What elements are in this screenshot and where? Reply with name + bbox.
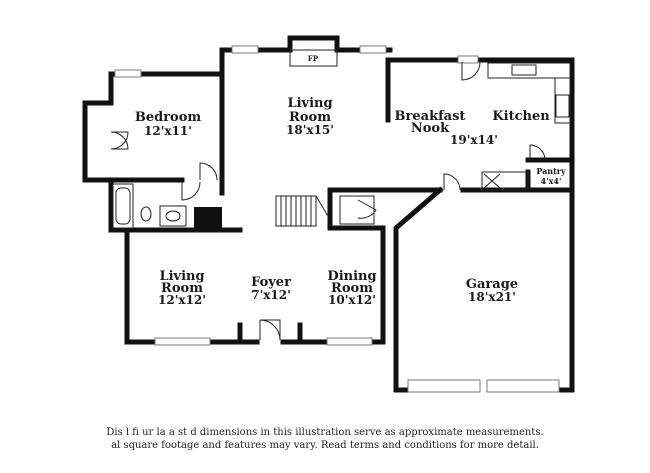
stair-rail [315, 195, 329, 217]
fixtures [112, 49, 571, 229]
labels: Bedroom 12'x11' FP Living Room 18'x15' B… [135, 54, 566, 307]
washer-x2 [483, 173, 501, 189]
garage-dim: 18'x21' [468, 290, 516, 304]
bedroom-dim: 12'x11' [144, 124, 192, 138]
living-lower-window [154, 337, 211, 346]
disclaimer-line-2: al square footage and features may vary.… [111, 440, 539, 451]
foyer-name: Foyer [251, 275, 291, 290]
vanity-sink [165, 210, 181, 222]
washer-dryer [481, 171, 529, 191]
living-lower-name-1: Living [159, 269, 204, 284]
bath-door [199, 162, 218, 181]
walls [82, 35, 575, 393]
kitchen-counter-side [554, 77, 571, 124]
kitchen-sink [511, 64, 537, 76]
pantry-dim: 4'x4' [541, 176, 562, 186]
living-upper-name-1: Living [287, 96, 332, 111]
nook-dim: 19'x14' [450, 133, 498, 147]
bedroom-door-2 [110, 131, 129, 150]
windows [114, 45, 560, 393]
garage-door-right [486, 379, 560, 393]
garage-entry-door [443, 173, 461, 191]
disclaimer: Dis l fi ur la a st d dimensions in this… [0, 426, 650, 452]
closet-door [181, 181, 201, 201]
stair-closet [339, 195, 375, 225]
bedroom-window [114, 69, 142, 78]
fireplace-box [289, 49, 338, 67]
living-lower-dim: 12'x12' [158, 293, 206, 307]
bedroom-name: Bedroom [135, 110, 202, 125]
garage-name: Garage [466, 277, 518, 292]
dining-dim: 10'x12' [328, 293, 376, 307]
pantry-door [529, 144, 546, 161]
garage-door-left [407, 379, 481, 393]
living-top-wall [219, 35, 393, 53]
kitchen-top-wall [387, 57, 575, 393]
bedroom-wall [82, 71, 225, 233]
dining-name-2: Room [331, 281, 373, 296]
bathtub [112, 183, 134, 229]
stair-closet-door [357, 199, 377, 219]
kitchen-counter-top [487, 62, 571, 79]
nook-name-2: Nook [411, 121, 450, 136]
dining-name-1: Dining [327, 269, 376, 284]
living-upper-name-2: Room [289, 110, 331, 125]
nook-window [457, 55, 479, 64]
bathtub-inner [115, 187, 131, 225]
toilet [140, 206, 152, 222]
fireplace-label: FP [308, 54, 319, 63]
closet-block [194, 207, 222, 229]
living-window-left [231, 45, 259, 54]
doors [110, 61, 546, 341]
living-window-right [359, 45, 387, 54]
range [555, 94, 570, 118]
stair-treads [280, 196, 312, 226]
kitchen-name: Kitchen [492, 109, 550, 124]
stair-wall [327, 187, 386, 245]
floor-plan: Bedroom 12'x11' FP Living Room 18'x15' B… [82, 35, 575, 393]
living-lower-name-2: Room [161, 281, 203, 296]
disclaimer-line-1: Dis l fi ur la a st d dimensions in this… [106, 427, 544, 438]
vanity [159, 205, 187, 227]
front-door-arc [259, 319, 281, 341]
living-upper-dim: 18'x15' [286, 123, 334, 137]
pantry-name: Pantry [536, 166, 566, 176]
garage-angled-wall [393, 186, 444, 393]
front-door [259, 319, 281, 340]
nook-name-1: Breakfast [395, 109, 466, 124]
nook-door [461, 61, 481, 81]
dining-window [326, 337, 373, 346]
foyer-dim: 7'x12' [251, 288, 291, 302]
